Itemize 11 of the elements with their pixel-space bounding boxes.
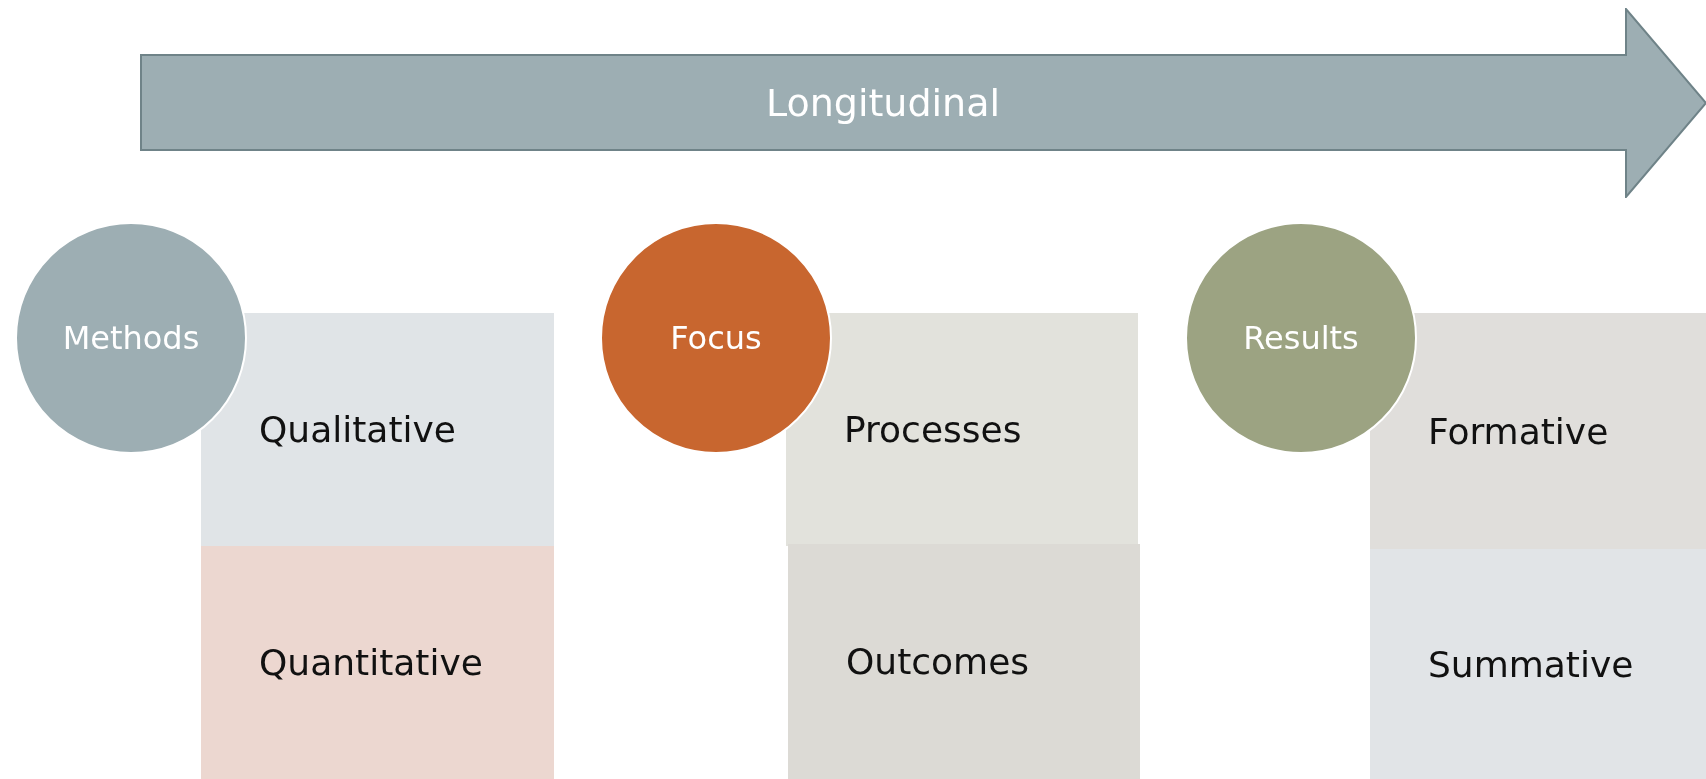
item-box: Processes (786, 313, 1138, 546)
category-circle: Methods (15, 222, 247, 454)
item-box: Outcomes (788, 544, 1140, 779)
arrow-band (140, 8, 1706, 198)
category-circle: Results (1185, 222, 1417, 454)
item-box: Formative (1370, 313, 1706, 549)
category-circle: Focus (600, 222, 832, 454)
item-box: Summative (1370, 549, 1706, 779)
item-box: Qualitative (201, 313, 554, 546)
arrow-label: Longitudinal (764, 79, 1002, 127)
item-box: Quantitative (201, 546, 554, 779)
